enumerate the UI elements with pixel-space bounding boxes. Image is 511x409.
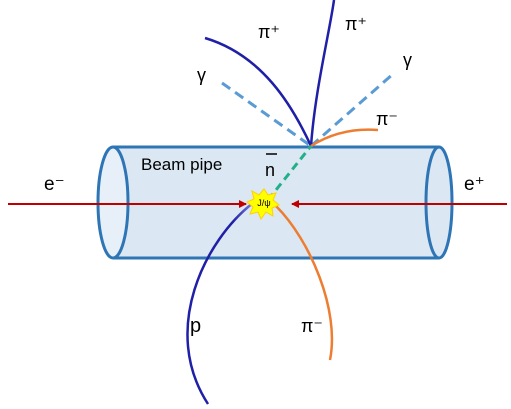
- beam-pipe-left-opening: [96, 145, 130, 260]
- beam-pipe-right-end: [424, 145, 454, 260]
- jpsi-label: J/ψ: [257, 198, 270, 208]
- pi-plus-right-track: [309, 0, 336, 147]
- pi-minus-lower-label: π⁻: [301, 316, 323, 336]
- pi-plus-left-track: [204, 36, 313, 147]
- proton-label: p: [190, 315, 201, 337]
- e-plus-label: e⁺: [464, 174, 485, 195]
- e-minus-label: e⁻: [44, 174, 65, 195]
- antineutron-label: n: [265, 160, 275, 180]
- pi-plus-right-label: π⁺: [345, 14, 367, 34]
- pi-minus-lower-track: [275, 205, 334, 361]
- pi-minus-upper-track: [310, 128, 379, 148]
- pi-minus-upper-label: π⁻: [376, 109, 398, 129]
- antineutron-track: [266, 145, 313, 201]
- proton-track: [186, 202, 254, 405]
- pi-plus-left-label: π⁺: [258, 22, 280, 42]
- jpsi-vertex-burst: [246, 188, 280, 221]
- photon-right-track: [310, 72, 394, 148]
- photon-left-track: [221, 81, 312, 148]
- beam-pipe-label: Beam pipe: [141, 155, 222, 174]
- gamma-left-label: γ: [197, 65, 206, 85]
- gamma-right-label: γ: [403, 50, 412, 70]
